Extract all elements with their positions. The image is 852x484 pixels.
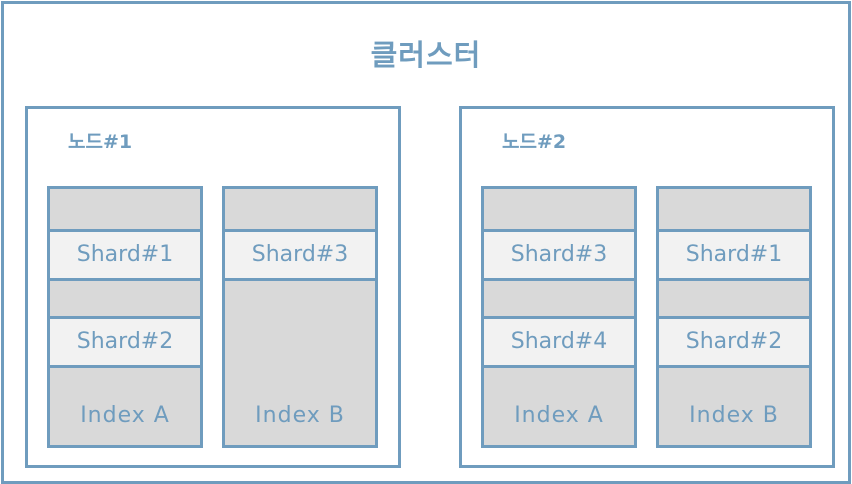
index-label: Index A (514, 403, 604, 428)
index-label: Index B (689, 403, 779, 428)
shard-block: Shard#2 (50, 316, 200, 368)
index-label: Index B (255, 403, 345, 428)
cluster-title: 클러스터 (370, 38, 482, 72)
index-b: Shard#3 Index B (222, 186, 378, 448)
shard-block: Shard#1 (659, 229, 809, 281)
index-a: Shard#1 Shard#2 Index A (47, 186, 203, 448)
index-a: Shard#3 Shard#4 Index A (481, 186, 637, 448)
node-label: 노드#2 (502, 131, 567, 153)
shard-block: Shard#3 (484, 229, 634, 281)
shard-block: Shard#2 (659, 316, 809, 368)
index-b: Shard#1 Shard#2 Index B (656, 186, 812, 448)
shard-block: Shard#1 (50, 229, 200, 281)
node-2: 노드#2 Shard#3 Shard#4 Index A Shard#1 Sha… (459, 106, 835, 468)
shard-block: Shard#4 (484, 316, 634, 368)
index-label: Index A (80, 403, 170, 428)
node-1: 노드#1 Shard#1 Shard#2 Index A Shard#3 Ind… (25, 106, 401, 468)
node-label: 노드#1 (68, 131, 133, 153)
shard-block: Shard#3 (225, 229, 375, 281)
